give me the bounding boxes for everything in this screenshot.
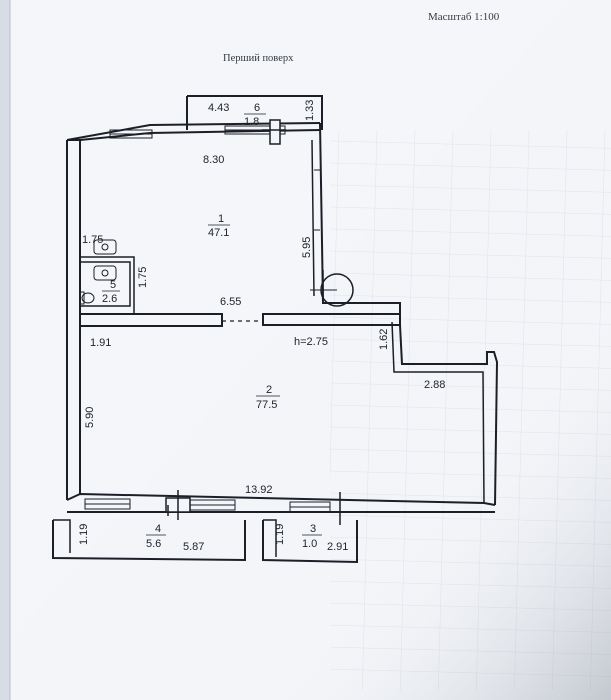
dim-2-91: 2.91 — [327, 541, 348, 553]
toilet-icon — [81, 292, 95, 304]
room-1-area: 47.1 — [208, 227, 229, 239]
dim-6-55: 6.55 — [220, 296, 241, 308]
room-4-number: 4 — [155, 523, 161, 535]
dim-5-87: 5.87 — [183, 541, 204, 553]
dim-4-43: 4.43 — [208, 102, 229, 114]
room-5-area: 2.6 — [102, 293, 117, 305]
room-3-number: 3 — [310, 523, 316, 535]
dimension-labels: 4.43 1.33 8.30 5.95 1.75 1.75 6.55 1.91 … — [78, 100, 445, 553]
dim-13-92: 13.92 — [245, 484, 273, 496]
doors — [165, 119, 354, 525]
scale-label: Масштаб 1:100 — [428, 11, 500, 23]
ceiling-height: h=2.75 — [294, 336, 328, 348]
room-1-number: 1 — [218, 213, 224, 225]
room-4-area: 5.6 — [146, 538, 161, 550]
dim-5-95: 5.95 — [301, 237, 313, 258]
dim-1-33: 1.33 — [304, 100, 316, 121]
dim-1-75-vertical: 1.75 — [137, 267, 149, 288]
room-6-area: 1.8 — [244, 116, 259, 128]
floor-title: Перший поверх — [223, 53, 294, 64]
sanitary-fixtures — [79, 239, 117, 305]
dim-1-91: 1.91 — [90, 337, 111, 349]
dim-2-88: 2.88 — [424, 379, 445, 391]
room-3-area: 1.0 — [302, 538, 317, 550]
dim-1-62: 1.62 — [378, 329, 390, 350]
dim-1-19-right: 1.19 — [274, 524, 286, 545]
dim-5-90: 5.90 — [84, 407, 96, 428]
room-2-number: 2 — [266, 384, 272, 396]
walls — [52, 95, 499, 564]
room-6-number: 6 — [254, 102, 260, 114]
dim-1-75-horizontal: 1.75 — [82, 234, 103, 246]
room-5-number: 5 — [110, 279, 116, 291]
dim-1-19-left: 1.19 — [78, 524, 90, 545]
sink-icon — [93, 239, 117, 255]
dim-8-30: 8.30 — [203, 154, 224, 166]
room-labels: 1 47.1 2 77.5 3 1.0 4 5.6 5 2.6 6 1.8 — [102, 102, 322, 550]
room-2-area: 77.5 — [256, 399, 277, 411]
sink-icon — [93, 265, 117, 281]
